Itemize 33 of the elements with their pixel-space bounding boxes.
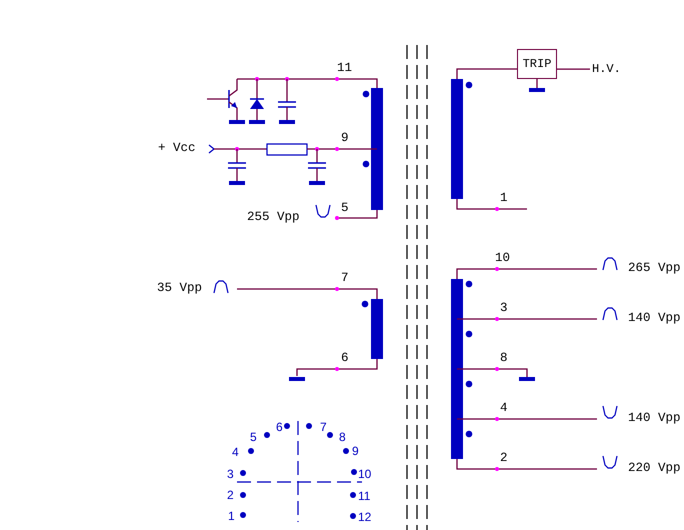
supply-label: + Vcc	[158, 141, 196, 155]
pin-number: 2	[500, 451, 508, 465]
pin-number: 1	[228, 509, 235, 523]
pin-number: 11	[337, 61, 352, 75]
pin-number: 5	[250, 430, 257, 444]
voltage-label: 265 Vpp	[628, 261, 681, 275]
pin-number: 2	[227, 488, 234, 502]
pin-number: 7	[320, 420, 327, 434]
pin-number: 6	[276, 420, 283, 434]
pin-number: 5	[341, 201, 349, 215]
pin-number: 6	[341, 351, 349, 365]
pin-number: 9	[341, 131, 349, 145]
pin-number: 8	[500, 351, 508, 365]
pin-number: 12	[358, 510, 372, 524]
pin-number: 3	[500, 301, 508, 315]
voltage-label: 35 Vpp	[157, 281, 202, 295]
pin-number: 10	[358, 467, 372, 481]
pin-number: 4	[232, 445, 239, 459]
voltage-label: 220 Vpp	[628, 461, 681, 475]
pin-number: 11	[358, 489, 370, 503]
output-label: H.V.	[592, 60, 632, 78]
pin-number: 3	[227, 467, 234, 481]
voltage-label: 140 Vpp	[628, 411, 681, 425]
pin-number: 4	[500, 401, 508, 415]
pin-number: 1	[500, 191, 508, 205]
pin-number: 8	[339, 430, 346, 444]
voltage-label: 255 Vpp	[247, 210, 300, 224]
wire	[557, 68, 590, 70]
pin-number: 9	[352, 444, 359, 458]
trip-box: TRIP	[517, 49, 557, 79]
pin-number: 10	[495, 251, 510, 265]
voltage-label: 140 Vpp	[628, 311, 681, 325]
pin-number: 7	[341, 271, 349, 285]
